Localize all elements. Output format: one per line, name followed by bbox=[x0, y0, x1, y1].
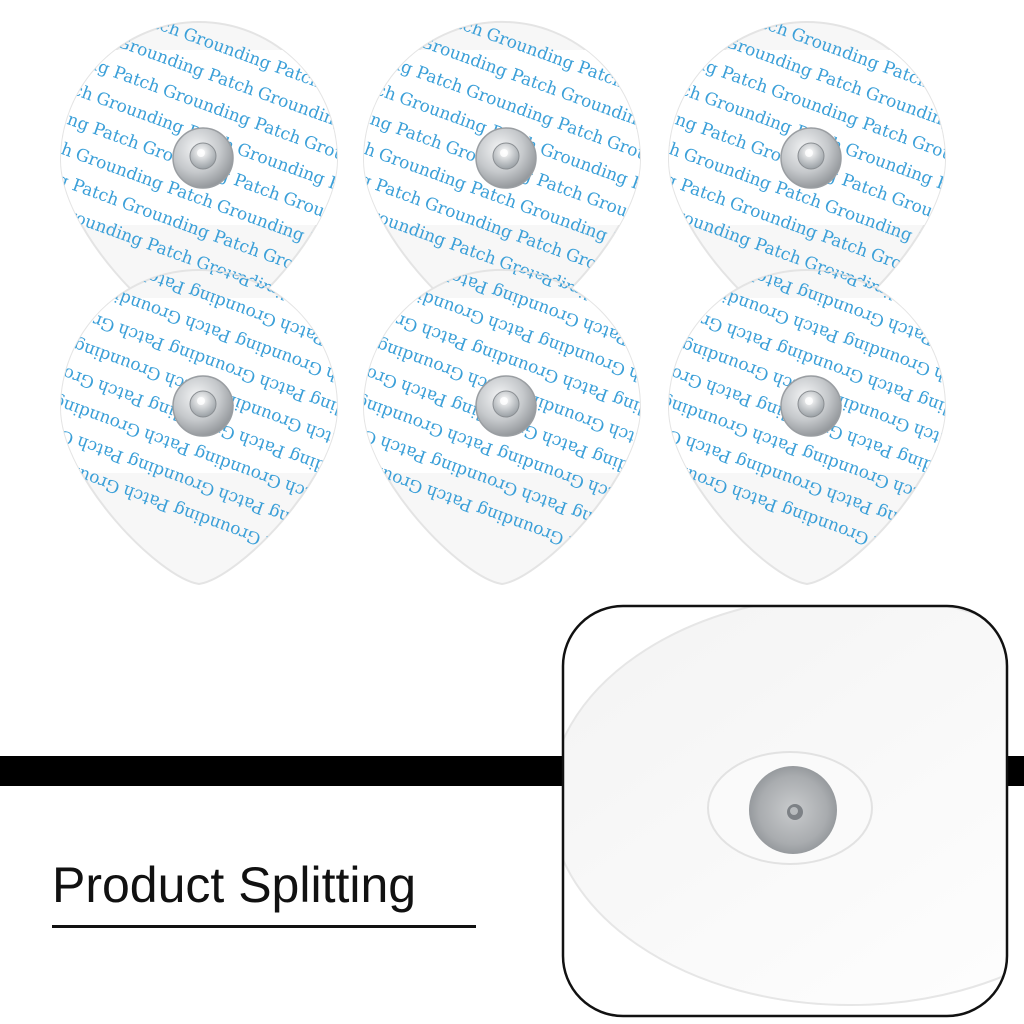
patch-liner-text: Grounding Patch bbox=[0, 150, 55, 219]
patch-liner-text: Grounding Patch bbox=[929, 75, 1024, 144]
patch-liner-text: Grounding Patch bbox=[0, 267, 118, 336]
detail-callout bbox=[561, 604, 1009, 1018]
caption-underline bbox=[52, 925, 476, 928]
patch-liner-text: Grounding Patch bbox=[1005, 421, 1024, 490]
patch-liner-text: Grounding Patch bbox=[984, 478, 1024, 547]
patch-liner-text: Grounding Patch bbox=[581, 0, 725, 49]
patch-liner-text: Grounding Patch bbox=[869, 531, 1013, 600]
patch-liner-text: Grounding Patch bbox=[261, 531, 405, 600]
patch-liner-text: Grounding Patch bbox=[564, 531, 708, 600]
patch-liner-text: Grounding Patch bbox=[276, 0, 420, 49]
patch-liner-text: Grounding Patch bbox=[0, 0, 116, 49]
patch-liner-text: Grounding Patch bbox=[0, 0, 22, 46]
patch-liner-text: Grounding Patch bbox=[964, 534, 1024, 603]
patch-liner-text: Grounding Patch bbox=[647, 0, 791, 41]
patch-liner-text: Grounding Patch bbox=[951, 306, 1024, 375]
patch-liner-text: Grounding Patch bbox=[402, 583, 546, 652]
patch-liner-text: Grounding Patch bbox=[890, 475, 1024, 544]
patch-liner-text: Grounding Patch bbox=[0, 37, 96, 106]
patch-liner-text: Grounding Patch bbox=[0, 34, 1, 103]
patch-liner-text: Grounding Patch bbox=[1010, 583, 1024, 652]
patch-liner-text: Grounding Patch bbox=[342, 0, 486, 41]
caption-product-splitting: Product Splitting bbox=[52, 857, 417, 913]
patch-liner-text: Grounding Patch bbox=[39, 0, 183, 41]
